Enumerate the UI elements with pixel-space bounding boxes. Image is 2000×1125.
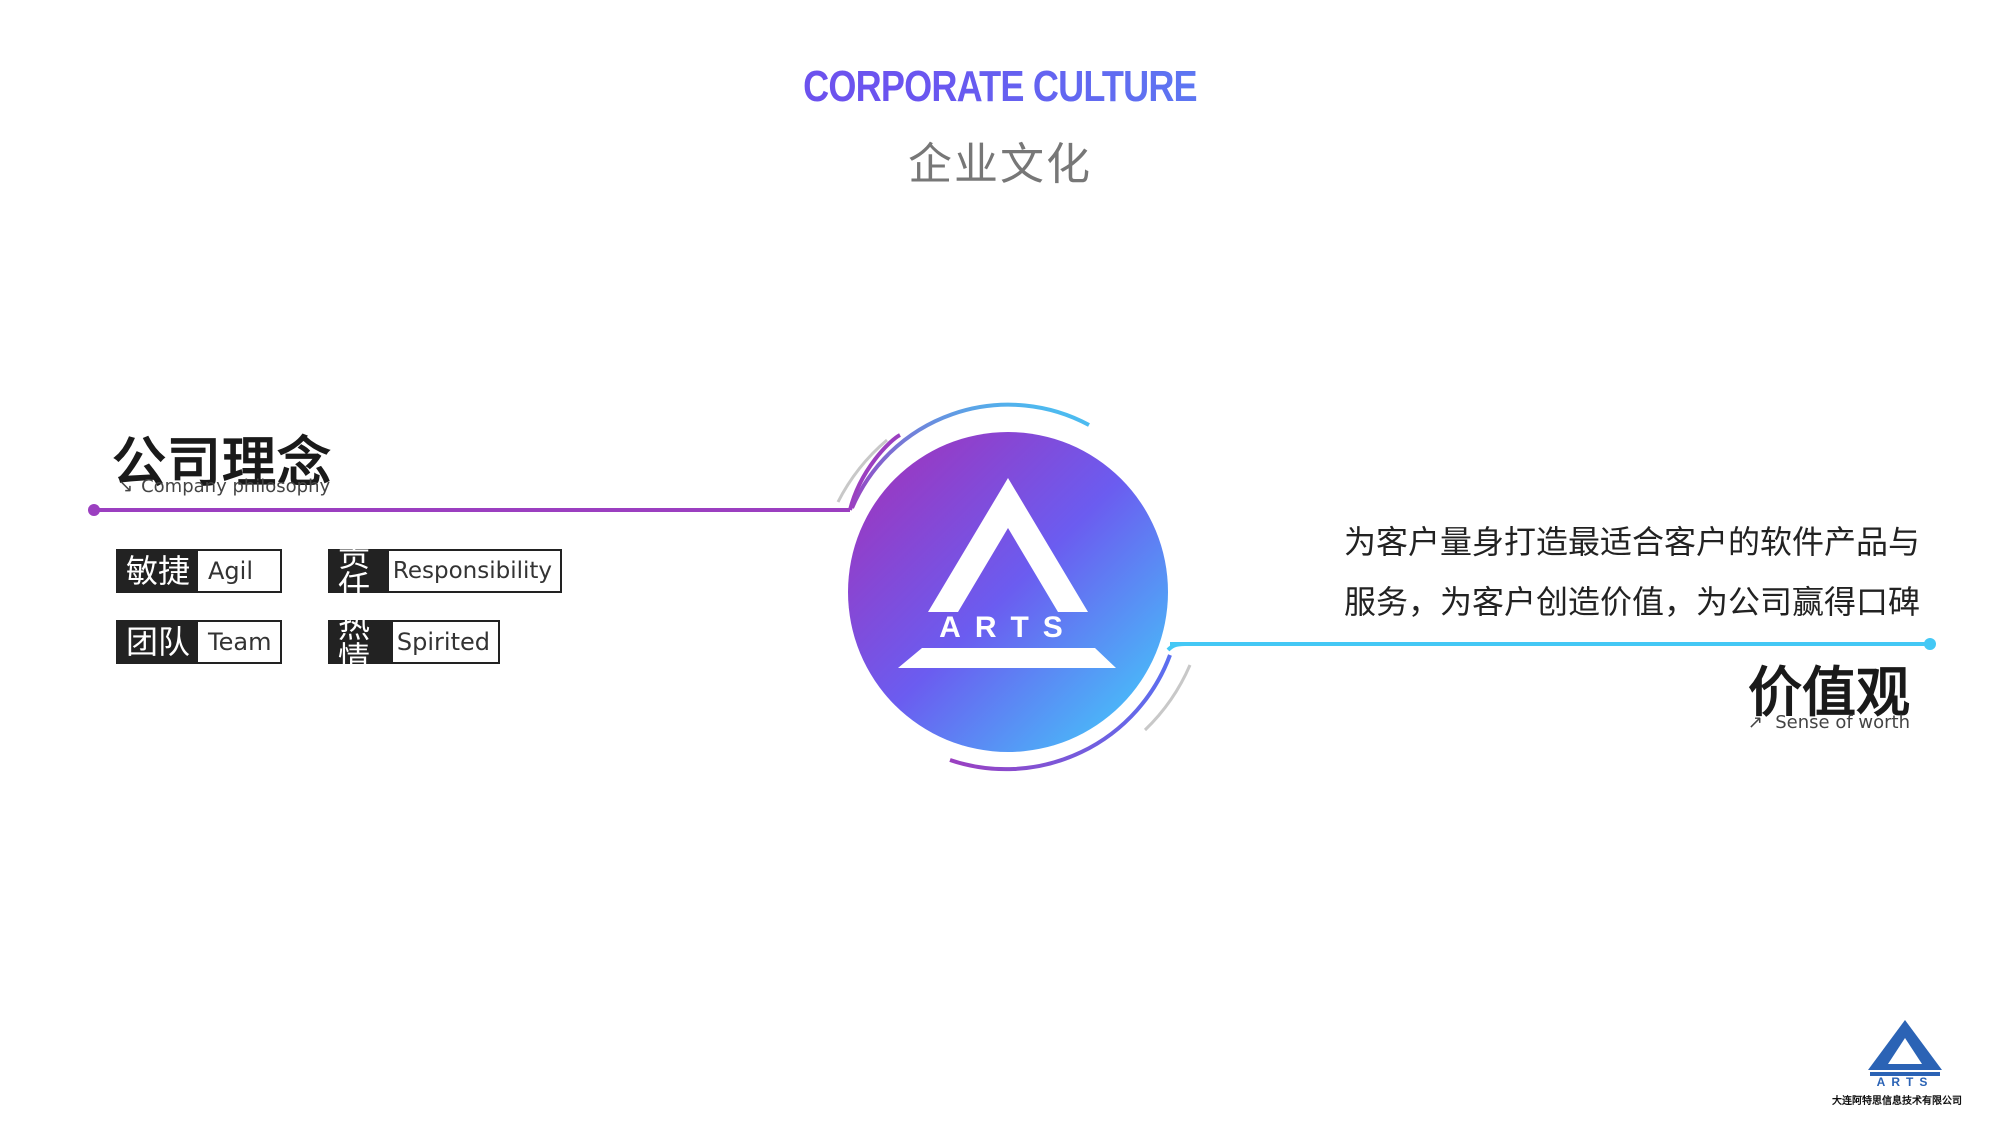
logo-text: ARTS — [939, 611, 1077, 644]
tag-team: 团队 Team — [116, 620, 282, 664]
tag-en: Spirited — [396, 628, 490, 656]
philosophy-subheading: →Company philosophy — [113, 474, 331, 500]
bottom-gradient-arc — [949, 654, 1172, 772]
title-chinese: 企业文化 — [908, 139, 1092, 190]
values-connector-line — [1166, 638, 1936, 652]
tag-spirited: 热情 Spirited — [328, 610, 500, 674]
tag-en: Responsibility — [392, 558, 552, 584]
tag-cn: 责任 — [330, 539, 389, 603]
tag-en: Agil — [208, 557, 254, 585]
arts-logo-icon — [898, 478, 1116, 668]
top-gray-arc — [836, 438, 888, 503]
footer-logo-text: ARTS — [1877, 1075, 1934, 1089]
tag-en: Team — [208, 628, 272, 656]
philosophy-connector-line — [88, 433, 902, 516]
values-heading: 价值观 — [1748, 661, 1910, 724]
footer-company-name: 大连阿特思信息技术有限公司 — [1832, 1096, 1962, 1107]
bottom-gray-arc — [1143, 664, 1192, 732]
tag-responsibility: 责任 Responsibility — [328, 539, 562, 603]
philosophy-heading: 公司理念 — [112, 431, 332, 494]
title-english: CORPORATE CULTURE — [180, 62, 1820, 112]
tag-cn: 敏捷 — [118, 551, 199, 591]
values-description-line: 服务，为客户创造价值，为公司赢得口碑 — [1343, 583, 1920, 621]
tag-cn: 团队 — [118, 622, 199, 662]
philosophy-subheading-text: Company philosophy — [141, 476, 331, 497]
top-gradient-arc — [850, 402, 1090, 509]
tag-cn: 热情 — [330, 610, 393, 674]
values-subheading: → Sense of worth — [1600, 709, 1910, 736]
logo-circle — [848, 432, 1168, 752]
arrow-icon: → — [1742, 709, 1769, 736]
values-description-line: 为客户量身打造最适合客户的软件产品与 — [1343, 523, 1920, 561]
values-description: 为客户量身打造最适合客户的软件产品与 服务，为客户创造价值，为公司赢得口碑 — [1300, 512, 1920, 632]
values-subheading-text: Sense of worth — [1775, 712, 1910, 733]
tag-agil: 敏捷 Agil — [116, 549, 282, 593]
footer-logo-icon — [1868, 1020, 1942, 1076]
